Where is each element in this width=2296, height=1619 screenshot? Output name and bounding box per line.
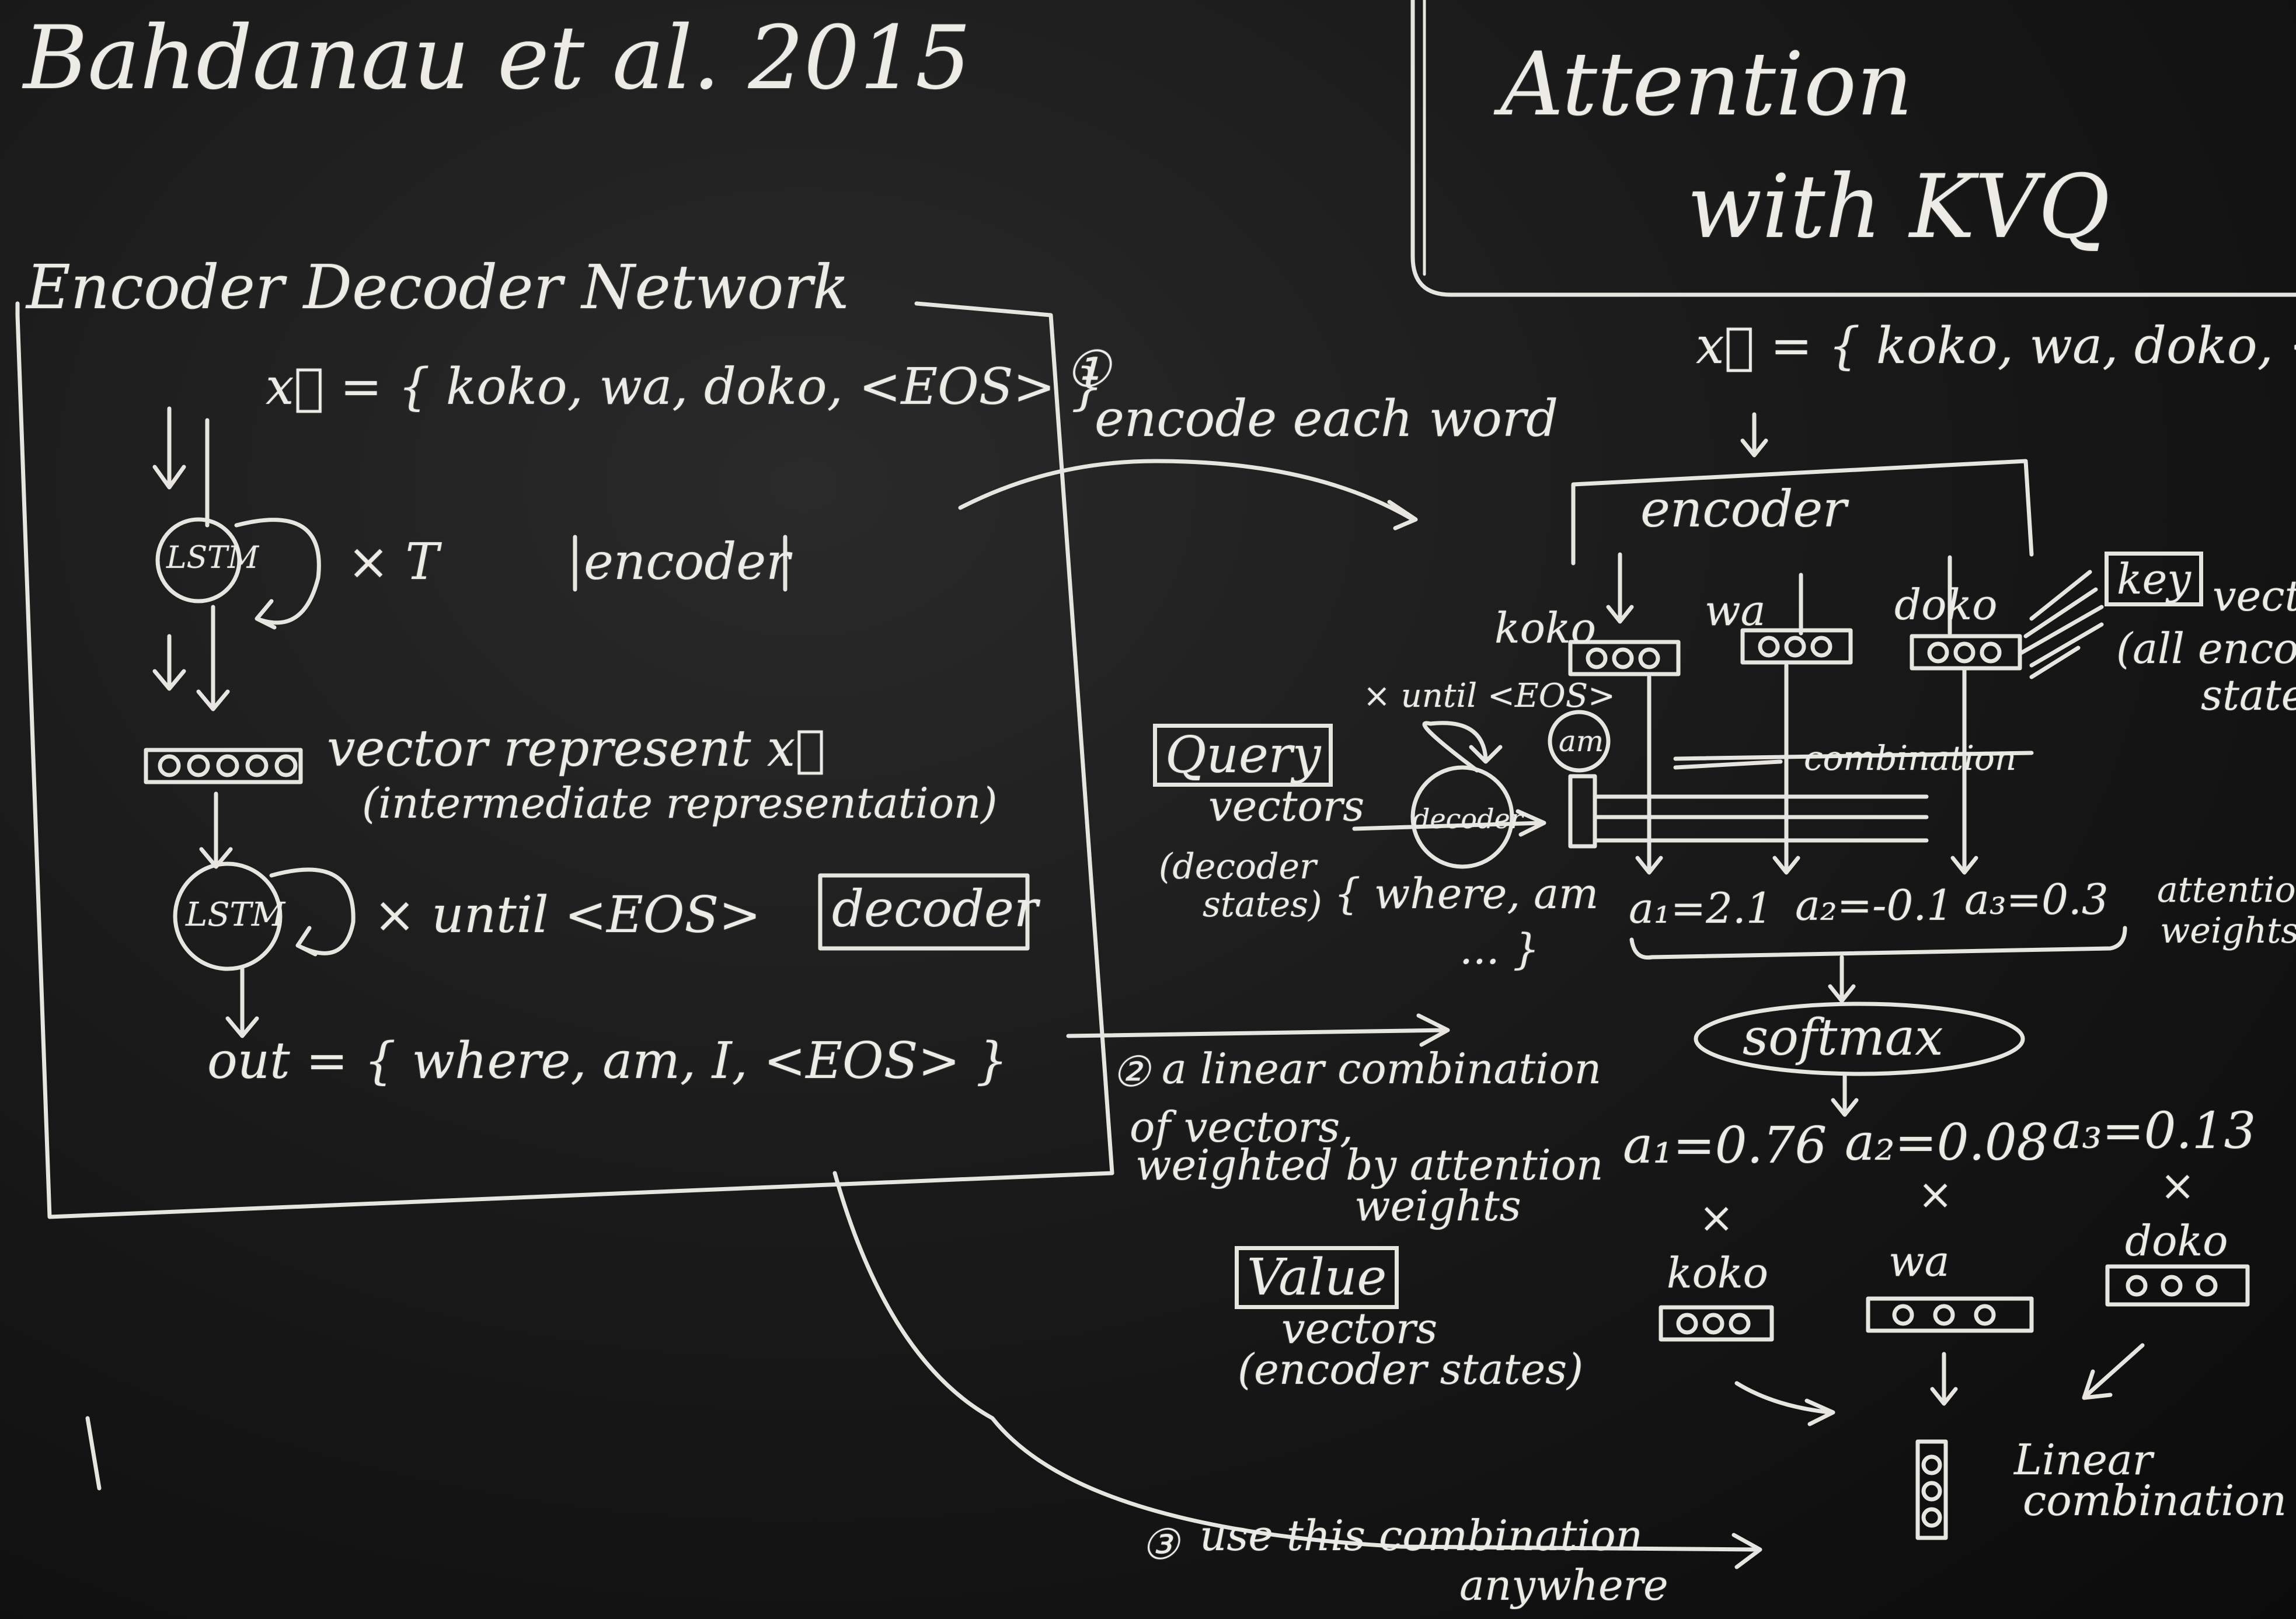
times-sign-1: × bbox=[1699, 1193, 1734, 1242]
am-node bbox=[1548, 710, 1611, 773]
arrow-down-3 bbox=[152, 634, 186, 691]
key-word-koko: koko bbox=[1494, 603, 1596, 653]
decoder-node bbox=[1410, 765, 1514, 869]
arrow-step-2 bbox=[1066, 1013, 1450, 1047]
query-vector bbox=[1568, 774, 1597, 849]
encoder-label: encoder bbox=[584, 533, 790, 591]
arrow-step-3 bbox=[832, 1171, 1762, 1569]
key-word-wa: wa bbox=[1705, 586, 1766, 635]
query-desc-1: vectors bbox=[1208, 781, 1365, 831]
softmax-weight-3: a₃=0.13 bbox=[2052, 1102, 2256, 1160]
arrow-to-encoder bbox=[958, 459, 1418, 531]
query-desc-3: states) bbox=[1203, 884, 1322, 925]
citation: Bahdanau et al. 2015 bbox=[23, 8, 971, 109]
step-3-line-2: anywhere bbox=[1459, 1561, 1668, 1610]
query-desc-2: (decoder bbox=[1159, 846, 1316, 887]
value-label: Value bbox=[1235, 1246, 1399, 1309]
step-2-line-4: weights bbox=[1354, 1181, 1521, 1230]
query-set: { where, am bbox=[1334, 869, 1599, 918]
lstm-loop-1 bbox=[234, 518, 321, 630]
decoder-label: decoder bbox=[832, 880, 1038, 938]
value-desc-1: vectors bbox=[1281, 1304, 1438, 1353]
value-vector-wa bbox=[1866, 1296, 2034, 1333]
output-sequence: out = { where, am, I, <EOS> } bbox=[207, 1032, 1008, 1090]
kvq-until-eos: × until <EOS> bbox=[1363, 677, 1615, 715]
left-section-bracket bbox=[15, 301, 1114, 1219]
scribble bbox=[2018, 570, 2104, 679]
arrow-down-4 bbox=[196, 605, 230, 711]
kvq-encoder-label: encoder bbox=[1640, 480, 1847, 539]
vector-represent: vector represent x⃗ bbox=[327, 720, 825, 778]
decoder-label-box bbox=[818, 873, 1030, 951]
arrow-down-5 bbox=[199, 791, 233, 869]
crossed-out bbox=[1673, 751, 2034, 770]
query-set-end: ... } bbox=[1459, 924, 1540, 974]
step-3-number: ③ bbox=[1141, 1520, 1179, 1569]
decoder-node-label: decoder bbox=[1413, 803, 1523, 835]
arrow-down-1 bbox=[152, 406, 186, 490]
step-2-line-2: of vectors, bbox=[1130, 1102, 1354, 1152]
key-label: key bbox=[2105, 552, 2203, 606]
key-desc-1: vectors bbox=[2213, 571, 2296, 620]
lstm-loop-2 bbox=[269, 867, 356, 957]
kvq-encoder-box bbox=[1571, 459, 2034, 566]
title-line-2: with KVQ bbox=[1687, 156, 2110, 258]
attn-weight-1: a₁=2.1 bbox=[1629, 884, 1773, 933]
key-desc-3: states) bbox=[2201, 671, 2296, 720]
value-vector-koko bbox=[1659, 1305, 1774, 1342]
softmax-label: softmax bbox=[1743, 1009, 1943, 1067]
attn-label-1: attention bbox=[2157, 870, 2296, 910]
step-1-number: ① bbox=[1065, 340, 1111, 399]
times-sign-3: × bbox=[2160, 1161, 2196, 1210]
encoder-decoder-heading: Encoder Decoder Network bbox=[26, 252, 850, 323]
lstm-node-2 bbox=[173, 861, 283, 971]
step-2-line-1: a linear combination bbox=[1162, 1044, 1602, 1093]
intermediate-vector bbox=[144, 748, 303, 784]
title-line-1: Attention bbox=[1500, 34, 1913, 135]
key-vector-koko bbox=[1568, 640, 1681, 676]
intermediate-representation: (intermediate representation) bbox=[362, 779, 998, 828]
attn-label-2: weights bbox=[2160, 910, 2296, 951]
key-vector-wa bbox=[1740, 628, 1853, 665]
value-word-wa: wa bbox=[1889, 1237, 1950, 1286]
arrow-down-6 bbox=[225, 966, 259, 1038]
linear-combination-vector bbox=[1915, 1439, 1948, 1540]
times-t: × T bbox=[347, 533, 439, 591]
step-1-text: encode each word bbox=[1095, 390, 1559, 448]
value-vector-doko bbox=[2105, 1264, 2250, 1307]
lstm-node-1 bbox=[155, 517, 242, 603]
step-2-line-3: weighted by attention bbox=[1135, 1140, 1604, 1189]
attn-weight-2: a₂=-0.1 bbox=[1795, 881, 1953, 930]
times-sign-2: × bbox=[1918, 1170, 1953, 1219]
query-label: Query bbox=[1153, 724, 1333, 787]
until-eos-1: × until <EOS> bbox=[374, 886, 761, 944]
softmax-oval bbox=[1694, 1002, 2025, 1076]
linear-label-2: combination bbox=[2023, 1476, 2287, 1525]
step-3-line-1: use this combination bbox=[1200, 1511, 1643, 1560]
input-sequence: x⃗ = { koko, wa, doko, <EOS> } bbox=[266, 358, 1103, 416]
attn-weight-3: a₃=0.3 bbox=[1964, 875, 2109, 924]
am-label: am bbox=[1559, 724, 1604, 758]
linear-label-1: Linear bbox=[2014, 1435, 2153, 1484]
softmax-weight-1: a₁=0.76 bbox=[1623, 1116, 1827, 1175]
key-desc-2: (all encoder bbox=[2116, 624, 2296, 673]
step-2-number: ② bbox=[1112, 1047, 1150, 1096]
lstm-2-label: LSTM bbox=[186, 896, 285, 934]
softmax-weight-2: a₂=0.08 bbox=[1845, 1114, 2049, 1172]
value-desc-2: (encoder states) bbox=[1238, 1345, 1584, 1394]
kvq-input-sequence: x⃗ = { koko, wa, doko, <E bbox=[1696, 317, 2296, 375]
key-word-doko: doko bbox=[1894, 580, 1998, 629]
value-word-doko: doko bbox=[2125, 1216, 2228, 1265]
lstm-1-label: LSTM bbox=[166, 540, 259, 575]
crossed-word: combination bbox=[1804, 738, 2017, 778]
title-box-outline bbox=[1410, 0, 2296, 297]
value-word-koko: koko bbox=[1667, 1248, 1768, 1297]
